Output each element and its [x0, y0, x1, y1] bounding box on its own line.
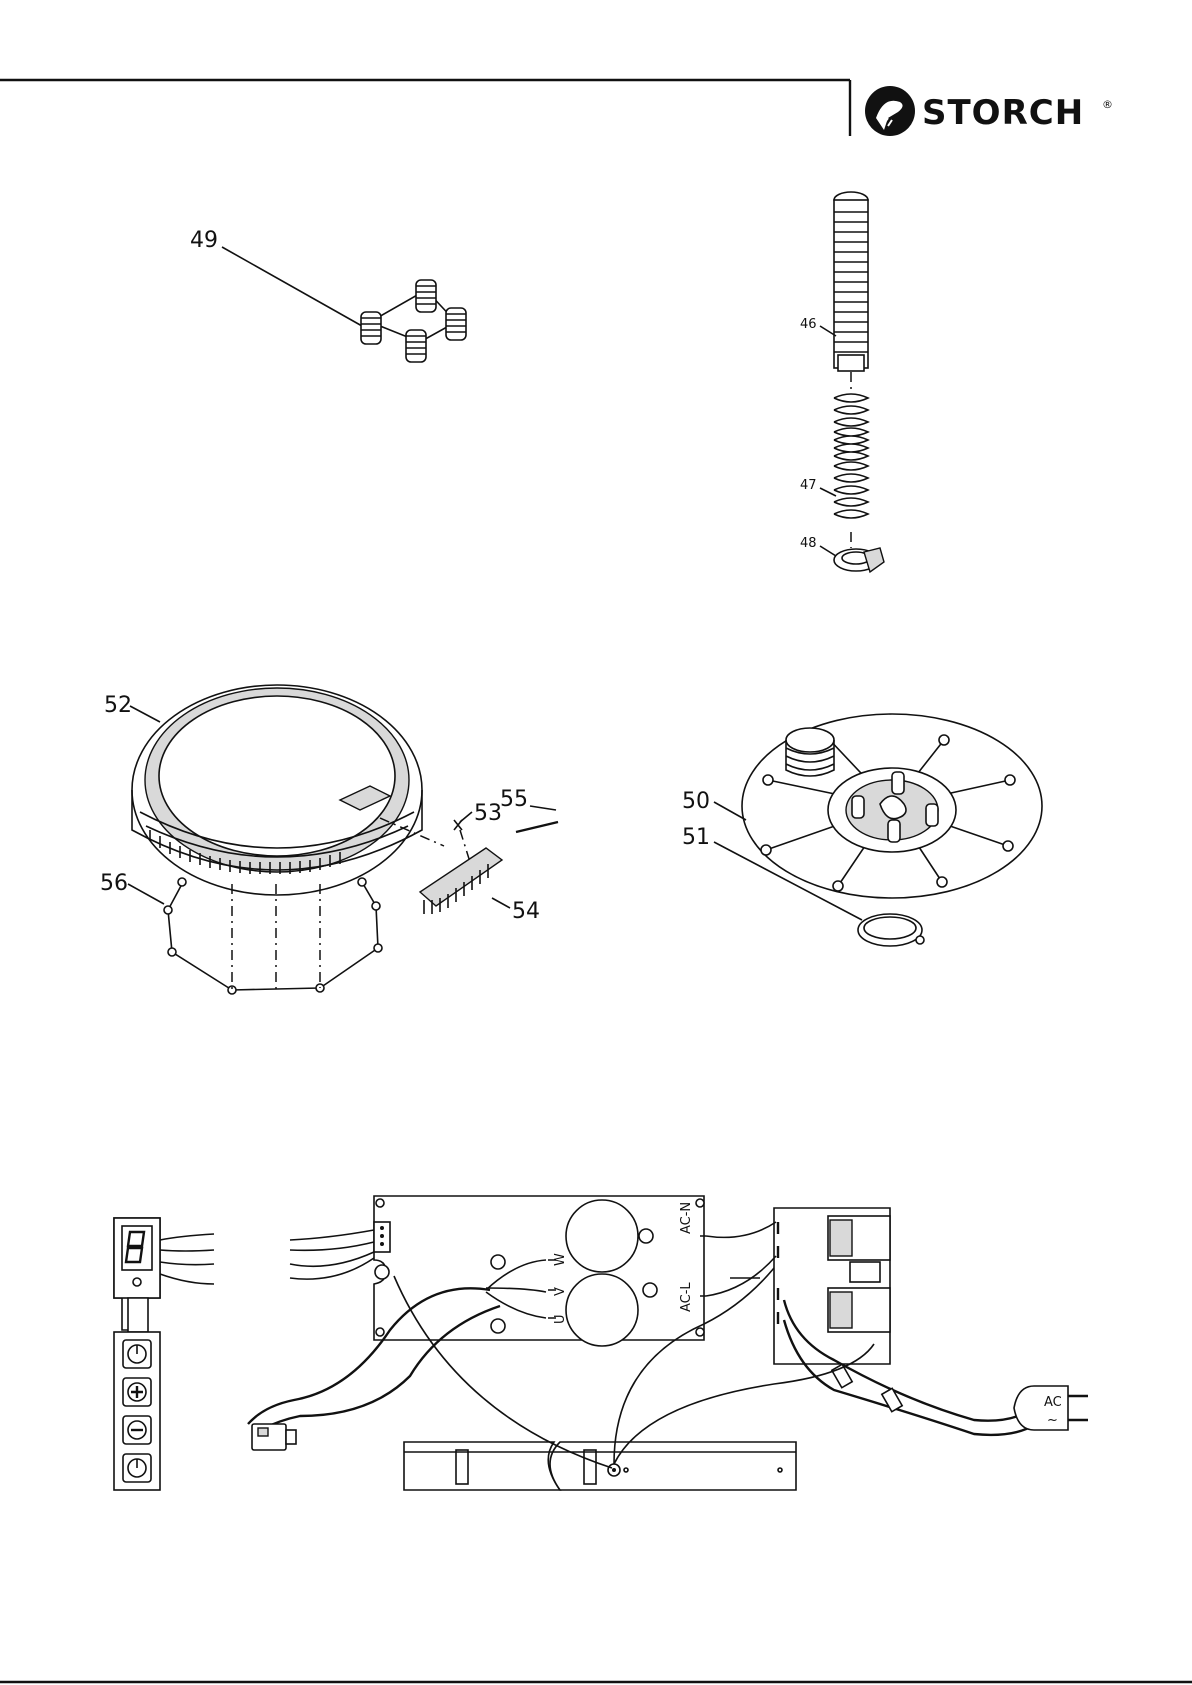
callout-51: 51: [682, 825, 710, 850]
wiring-diagram: W V U AC-N AC-L: [114, 1196, 1088, 1490]
callout-48: 48: [800, 536, 817, 551]
phase-w-label: W: [553, 1253, 568, 1266]
minus-button[interactable]: [123, 1416, 151, 1444]
power-button[interactable]: [123, 1340, 151, 1368]
brand-name: STORCH: [922, 93, 1084, 133]
power-button[interactable]: [123, 1454, 151, 1482]
ac-l-label: AC-L: [679, 1282, 694, 1312]
spring-foot: [361, 312, 381, 344]
callout-54: 54: [512, 899, 540, 924]
part-54-sensor-housing: 54: [420, 848, 540, 924]
ac-plug: AC ~: [1014, 1386, 1088, 1430]
spring-foot: [416, 280, 436, 312]
registered-mark: ®: [1102, 98, 1113, 111]
callout-53: 53: [474, 801, 502, 826]
storch-logo: STORCH ®: [865, 86, 1113, 136]
motor-connector: [252, 1424, 296, 1450]
phase-v-label: V: [553, 1287, 568, 1296]
part-48-hose-clamp: 48: [800, 536, 884, 572]
part-47-spring: 47: [800, 394, 868, 518]
plus-button[interactable]: [123, 1378, 151, 1406]
base-plate-assembly: 50 51: [682, 714, 1042, 946]
part-49-spring-feet: 49: [190, 228, 466, 362]
main-control-board: W V U AC-N AC-L: [290, 1196, 706, 1346]
callout-47: 47: [800, 478, 817, 493]
callout-50: 50: [682, 789, 710, 814]
spring-foot: [446, 308, 466, 340]
callout-56: 56: [100, 871, 128, 896]
callout-49: 49: [190, 228, 218, 253]
part-55-pin: 55: [500, 787, 558, 832]
ac-n-label: AC-N: [679, 1202, 694, 1234]
part-50-base-plate: 50: [682, 714, 1042, 898]
part-53-screw: 53: [454, 801, 502, 830]
callout-55: 55: [500, 787, 528, 812]
ac-plug-symbol: ~: [1047, 1413, 1058, 1428]
power-relay-board: [706, 1208, 890, 1364]
callout-46: 46: [800, 317, 817, 332]
phase-u-label: U: [553, 1314, 568, 1324]
part-52-heater-ring: [132, 685, 422, 895]
heater-ring-assembly: 52 53 55 54 56: [100, 685, 558, 994]
spring-foot: [406, 330, 426, 362]
ac-plug-label: AC: [1044, 1395, 1062, 1410]
page-header: STORCH ®: [0, 80, 1113, 136]
control-panel: [114, 1218, 214, 1490]
callout-52: 52: [104, 693, 132, 718]
part-46-hose: 46: [800, 192, 868, 371]
